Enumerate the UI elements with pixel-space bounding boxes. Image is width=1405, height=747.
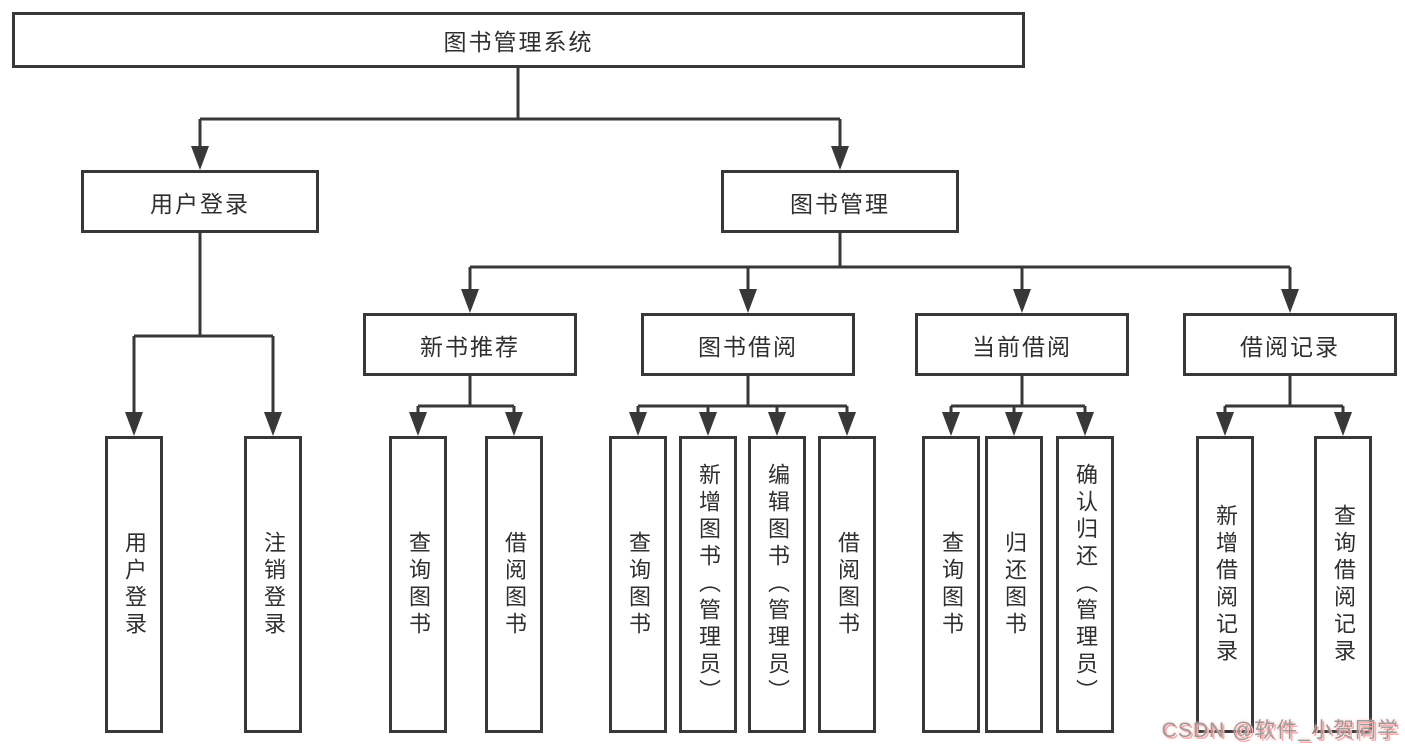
leaf-confirm-return-admin-label: 确认归还（管理员） bbox=[1073, 463, 1098, 706]
leaf-query-books-1-label: 查询图书 bbox=[406, 530, 431, 639]
leaf-user-login-label: 用户登录 bbox=[122, 530, 147, 639]
leaf-query-borrow-record-label: 查询借阅记录 bbox=[1331, 503, 1356, 666]
node-root-library-system: 图书管理系统 bbox=[12, 12, 1025, 68]
node-current-borrow-label: 当前借阅 bbox=[972, 333, 1072, 360]
node-new-book-recommend-label: 新书推荐 bbox=[420, 333, 520, 360]
leaf-borrow-books-1: 借阅图书 bbox=[485, 436, 543, 733]
leaf-logout-label: 注销登录 bbox=[261, 530, 286, 639]
leaf-add-books-admin-label: 新增图书（管理员） bbox=[696, 463, 721, 706]
leaf-return-books-label: 归还图书 bbox=[1002, 530, 1027, 639]
leaf-query-borrow-record: 查询借阅记录 bbox=[1314, 436, 1372, 733]
leaf-borrow-books-2: 借阅图书 bbox=[818, 436, 876, 733]
leaf-query-books-1: 查询图书 bbox=[389, 436, 447, 733]
node-user-login-label: 用户登录 bbox=[150, 190, 250, 217]
node-book-borrow: 图书借阅 bbox=[641, 313, 855, 376]
node-borrow-records: 借阅记录 bbox=[1183, 313, 1397, 376]
csdn-watermark: CSDN @软件_小贺同学 bbox=[1161, 719, 1399, 742]
node-root-label: 图书管理系统 bbox=[443, 29, 594, 55]
leaf-confirm-return-admin: 确认归还（管理员） bbox=[1056, 436, 1114, 733]
node-current-borrow: 当前借阅 bbox=[915, 313, 1129, 376]
node-user-login: 用户登录 bbox=[81, 170, 319, 233]
leaf-return-books: 归还图书 bbox=[985, 436, 1043, 733]
leaf-edit-books-admin: 编辑图书（管理员） bbox=[748, 436, 806, 733]
leaf-add-books-admin: 新增图书（管理员） bbox=[679, 436, 737, 733]
node-book-management: 图书管理 bbox=[721, 170, 959, 233]
leaf-query-books-3-label: 查询图书 bbox=[939, 530, 964, 639]
leaf-add-borrow-record: 新增借阅记录 bbox=[1196, 436, 1254, 733]
leaf-query-books-2: 查询图书 bbox=[609, 436, 667, 733]
leaf-add-borrow-record-label: 新增借阅记录 bbox=[1213, 503, 1238, 666]
leaf-logout: 注销登录 bbox=[244, 436, 302, 733]
leaf-borrow-books-1-label: 借阅图书 bbox=[502, 530, 527, 639]
leaf-edit-books-admin-label: 编辑图书（管理员） bbox=[765, 463, 790, 706]
leaf-user-login: 用户登录 bbox=[105, 436, 163, 733]
leaf-query-books-3: 查询图书 bbox=[922, 436, 980, 733]
arrowheads bbox=[125, 146, 1352, 436]
node-new-book-recommend: 新书推荐 bbox=[363, 313, 577, 376]
leaf-query-books-2-label: 查询图书 bbox=[626, 530, 651, 639]
node-borrow-records-label: 借阅记录 bbox=[1240, 333, 1340, 360]
node-book-borrow-label: 图书借阅 bbox=[698, 333, 798, 360]
leaf-borrow-books-2-label: 借阅图书 bbox=[835, 530, 860, 639]
node-book-management-label: 图书管理 bbox=[790, 190, 890, 217]
